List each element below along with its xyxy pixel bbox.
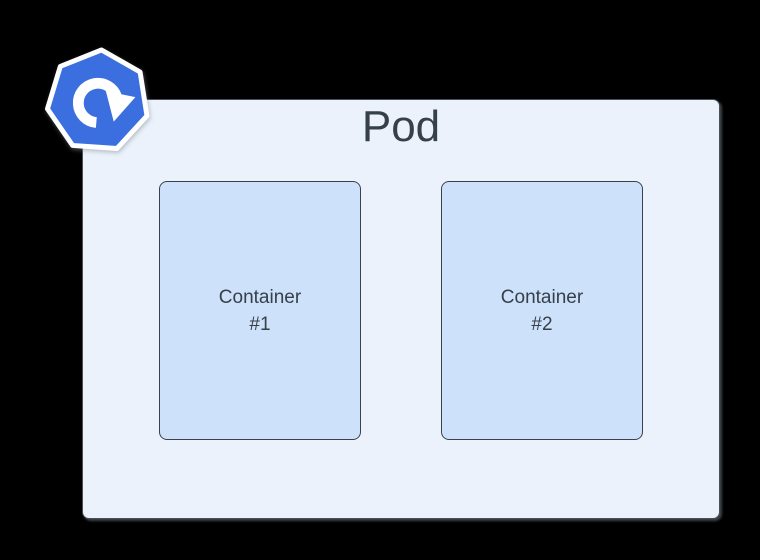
container-2-label-line2: #2 [531,313,553,335]
container-box-2: Container #2 [441,181,643,440]
pod-box: Pod Container #1 Container #2 [82,99,720,519]
pod-title: Pod [361,102,441,151]
kubernetes-heptagon-refresh-icon [44,47,150,151]
refresh-arrowhead [105,91,136,122]
container-1-label: Container #1 [219,284,301,338]
container-1-label-line2: #1 [249,313,271,335]
containers-row: Container #1 Container #2 [83,181,719,440]
container-1-label-line1: Container [218,286,302,308]
refresh-arrow-ring [72,77,122,128]
container-2-label-line1: Container [500,286,584,308]
container-box-1: Container #1 [159,181,361,440]
heptagon-shape [44,47,150,151]
container-2-label: Container #2 [501,284,583,338]
